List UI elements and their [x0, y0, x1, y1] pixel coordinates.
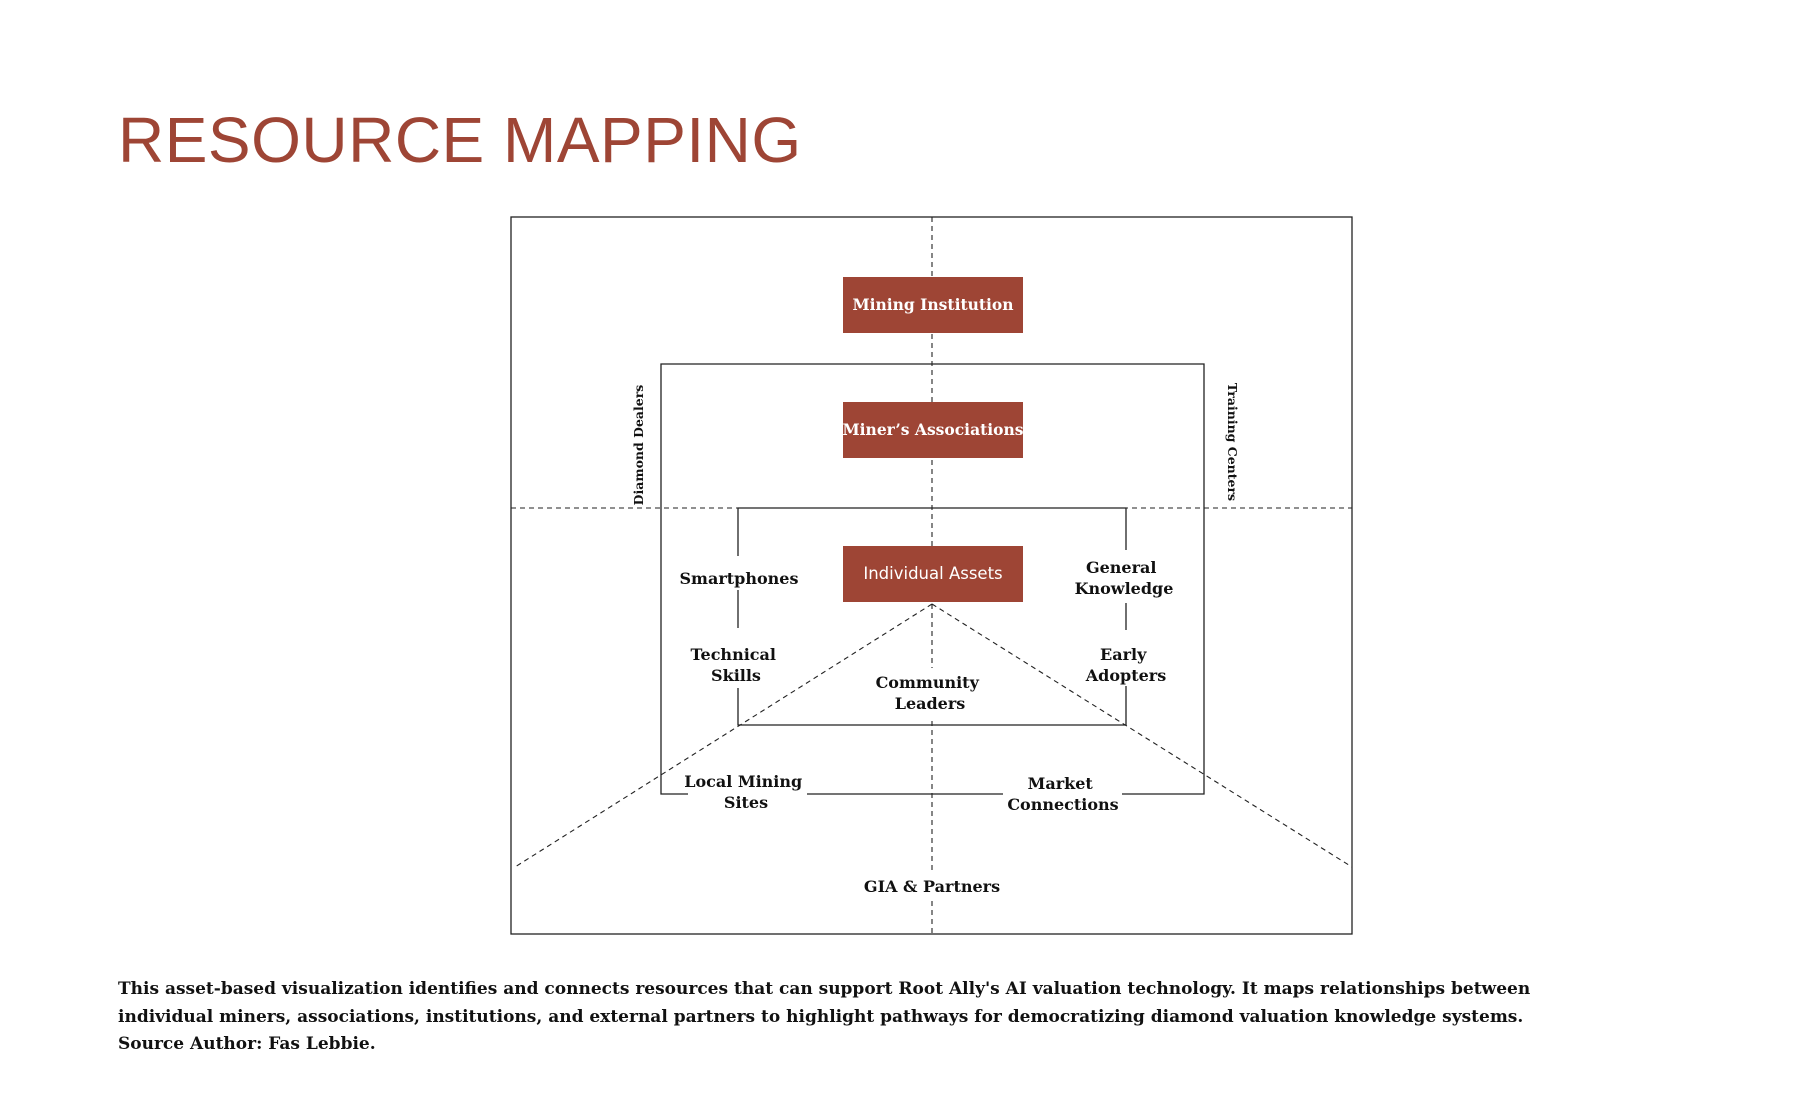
individual-assets-box	[843, 546, 1023, 602]
source-author: Source Author: Fas Lebbie.	[118, 1034, 376, 1054]
gia-partners-label: GIA & Partners	[864, 877, 1000, 896]
diamond-dealers-label: Diamond Dealers	[631, 385, 646, 506]
training-centers-label: Training Centers	[1225, 383, 1240, 501]
miners-associations-box	[843, 402, 1023, 458]
smartphones-label: Smartphones	[680, 569, 799, 588]
mining-institution-label: Mining Institution	[852, 295, 1013, 314]
early-adopters-label: Early Adopters	[1085, 645, 1166, 685]
mining-institution-box	[843, 277, 1023, 333]
individual-assets-label: Individual Assets	[863, 564, 1002, 583]
caption: This asset-based visualization identifie…	[118, 979, 1531, 1027]
miners-associations-label: Miner’s Associations	[843, 420, 1024, 439]
left-dashed-diagonal	[514, 603, 933, 868]
community-leaders-label: Community Leaders	[876, 673, 985, 713]
general-knowledge-label: General Knowledge	[1075, 558, 1174, 598]
page-title: RESOURCE MAPPING	[118, 104, 802, 176]
market-connections-label: Market Connections	[1007, 774, 1118, 814]
right-dashed-diagonal	[931, 603, 1353, 868]
technical-skills-label: Technical Skills	[690, 645, 781, 685]
local-mining-sites-label: Local Mining Sites	[684, 772, 808, 812]
